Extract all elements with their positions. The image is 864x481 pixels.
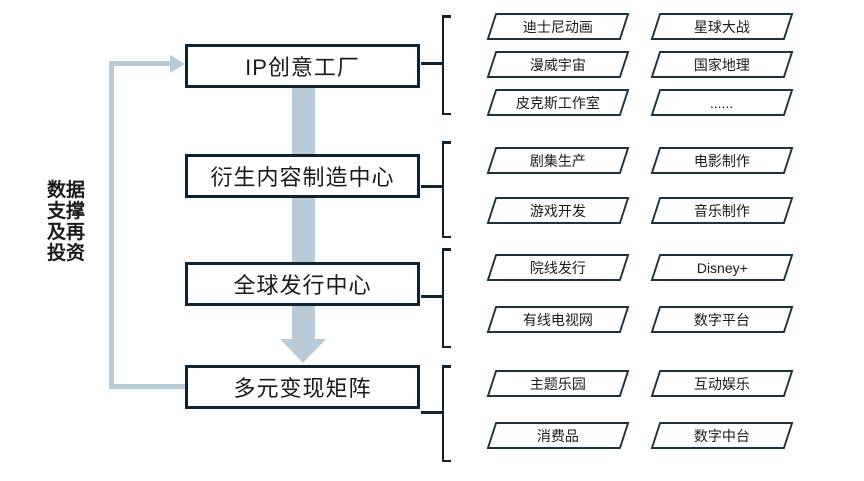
stage-box-monetization-matrix: 多元变现矩阵 [185, 365, 420, 409]
main-flow-arrow-head-icon [280, 339, 326, 363]
item-label: 漫威宇宙 [530, 56, 586, 73]
item-label: 国家地理 [694, 56, 750, 73]
feedback-label-line: 及再 [46, 222, 85, 243]
item-parallelogram: Disney+ [650, 254, 794, 281]
item-parallelogram: 数字中台 [650, 422, 794, 449]
feedback-line-bottom [109, 384, 185, 389]
feedback-label-line: 数据 [46, 180, 85, 201]
item-parallelogram: 漫威宇宙 [486, 51, 630, 78]
item-parallelogram: 游戏开发 [486, 197, 630, 224]
bracket-stem-2 [421, 185, 442, 188]
item-parallelogram: 数字平台 [650, 306, 794, 333]
stage-box-derivative-content-center: 衍生内容制造中心 [185, 154, 420, 198]
item-label: 音乐制作 [694, 202, 750, 219]
item-label: ...... [710, 94, 734, 111]
stage-box-global-distribution-center: 全球发行中心 [185, 262, 420, 306]
feedback-label: 数据 支撑 及再 投资 [36, 180, 96, 264]
item-parallelogram: 国家地理 [650, 51, 794, 78]
item-label: Disney+ [696, 259, 748, 276]
feedback-line-vertical [109, 61, 114, 388]
item-parallelogram: 电影制作 [650, 147, 794, 174]
item-label: 星球大战 [694, 18, 750, 35]
item-parallelogram: 主题乐园 [486, 370, 630, 397]
item-parallelogram: 迪士尼动画 [486, 13, 630, 40]
feedback-label-line: 投资 [46, 243, 85, 264]
feedback-arrow-head-icon [170, 55, 185, 73]
item-parallelogram: 皮克斯工作室 [486, 89, 630, 116]
item-parallelogram: 消费品 [486, 422, 630, 449]
item-label: 迪士尼动画 [523, 18, 593, 35]
item-parallelogram: 院线发行 [486, 254, 630, 281]
item-label: 皮克斯工作室 [516, 94, 600, 111]
bracket-stem-1 [421, 62, 442, 65]
feedback-line-top [109, 61, 173, 66]
item-label: 剧集生产 [530, 152, 586, 169]
item-parallelogram: 互动娱乐 [650, 370, 794, 397]
feedback-label-line: 支撑 [46, 201, 85, 222]
bracket-1 [442, 15, 451, 115]
item-parallelogram: 有线电视网 [486, 306, 630, 333]
item-label: 有线电视网 [523, 311, 593, 328]
item-label: 电影制作 [694, 152, 750, 169]
bracket-stem-4 [421, 411, 442, 414]
bracket-2 [442, 141, 451, 238]
item-label: 主题乐园 [530, 375, 586, 392]
item-parallelogram: 星球大战 [650, 13, 794, 40]
item-parallelogram: ...... [650, 89, 794, 116]
item-label: 院线发行 [530, 259, 586, 276]
item-label: 游戏开发 [530, 202, 586, 219]
bracket-stem-3 [421, 295, 442, 298]
item-label: 数字中台 [694, 427, 750, 444]
bracket-4 [442, 365, 451, 462]
bracket-3 [442, 248, 451, 348]
stage-box-ip-creative-factory: IP创意工厂 [185, 44, 420, 88]
item-label: 互动娱乐 [694, 375, 750, 392]
item-label: 数字平台 [694, 311, 750, 328]
item-parallelogram: 剧集生产 [486, 147, 630, 174]
item-label: 消费品 [537, 427, 579, 444]
item-parallelogram: 音乐制作 [650, 197, 794, 224]
